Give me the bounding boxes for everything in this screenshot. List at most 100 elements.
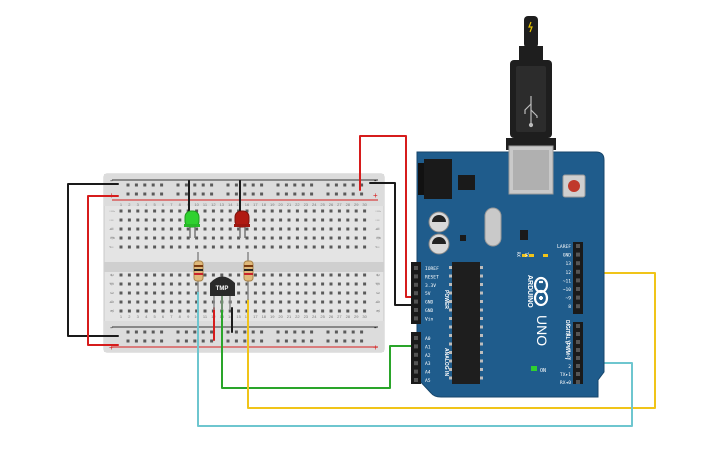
breadboard-hole[interactable] [169,291,173,295]
breadboard-hole[interactable] [136,300,140,304]
rail-hole[interactable] [184,192,188,196]
breadboard-hole[interactable] [144,227,148,231]
breadboard-hole[interactable] [337,227,341,231]
breadboard-hole[interactable] [337,273,341,277]
breadboard-hole[interactable] [321,227,325,231]
header-pin[interactable] [414,266,418,270]
header-pin[interactable] [576,332,580,336]
breadboard-hole[interactable] [295,291,299,295]
rail-hole[interactable] [351,339,355,343]
breadboard-hole[interactable] [203,282,207,286]
breadboard-hole[interactable] [127,209,131,213]
breadboard-hole[interactable] [153,218,157,222]
breadboard-hole[interactable] [127,218,131,222]
breadboard-hole[interactable] [253,282,257,286]
rail-hole[interactable] [334,192,338,196]
rail-hole[interactable] [260,330,264,334]
breadboard-hole[interactable] [169,309,173,313]
rail-hole[interactable] [176,339,180,343]
breadboard-hole[interactable] [153,273,157,277]
rail-hole[interactable] [360,183,364,187]
breadboard-hole[interactable] [136,218,140,222]
breadboard-hole[interactable] [253,218,257,222]
rail-hole[interactable] [234,183,238,187]
header-pin[interactable] [576,287,580,291]
breadboard-hole[interactable] [321,282,325,286]
rail-hole[interactable] [351,330,355,334]
rail-hole[interactable] [134,183,138,187]
breadboard-hole[interactable] [186,309,190,313]
header-pin[interactable] [414,282,418,287]
breadboard-hole[interactable] [321,209,325,213]
breadboard-hole[interactable] [127,300,131,304]
breadboard-hole[interactable] [253,291,257,295]
breadboard-hole[interactable] [144,300,148,304]
breadboard-hole[interactable] [153,227,157,231]
breadboard-hole[interactable] [220,273,224,277]
breadboard-hole[interactable] [127,291,131,295]
breadboard-hole[interactable] [363,282,367,286]
breadboard-hole[interactable] [119,209,123,213]
rail-hole[interactable] [160,183,164,187]
rail-hole[interactable] [193,339,197,343]
breadboard-hole[interactable] [279,209,283,213]
rail-hole[interactable] [243,330,247,334]
breadboard-hole[interactable] [337,209,341,213]
breadboard-hole[interactable] [363,291,367,295]
breadboard-hole[interactable] [245,236,249,240]
header-pin[interactable] [576,244,580,248]
breadboard-hole[interactable] [262,309,266,313]
breadboard-hole[interactable] [346,273,350,277]
rail-hole[interactable] [351,192,355,196]
breadboard-hole[interactable] [312,291,316,295]
breadboard-hole[interactable] [119,300,123,304]
breadboard-hole[interactable] [270,282,274,286]
rail-hole[interactable] [301,339,305,343]
header-pin[interactable] [414,299,418,304]
breadboard-hole[interactable] [178,218,182,222]
breadboard-hole[interactable] [161,236,165,240]
breadboard-hole[interactable] [253,236,257,240]
breadboard-hole[interactable] [262,282,266,286]
breadboard-hole[interactable] [304,300,308,304]
breadboard-hole[interactable] [312,209,316,213]
breadboard-hole[interactable] [304,236,308,240]
breadboard-hole[interactable] [337,309,341,313]
breadboard-hole[interactable] [178,309,182,313]
breadboard-hole[interactable] [144,291,148,295]
breadboard-hole[interactable] [203,227,207,231]
breadboard-hole[interactable] [119,309,123,313]
breadboard-hole[interactable] [321,291,325,295]
rail-hole[interactable] [351,183,355,187]
breadboard-hole[interactable] [287,282,291,286]
breadboard-hole[interactable] [178,236,182,240]
breadboard-hole[interactable] [329,218,333,222]
rail-hole[interactable] [301,330,305,334]
breadboard-hole[interactable] [136,209,140,213]
breadboard-hole[interactable] [279,245,283,249]
breadboard-hole[interactable] [220,236,224,240]
breadboard-hole[interactable] [186,291,190,295]
breadboard-hole[interactable] [363,227,367,231]
breadboard-hole[interactable] [228,236,232,240]
breadboard-hole[interactable] [237,273,241,277]
breadboard-hole[interactable] [119,218,123,222]
breadboard-hole[interactable] [321,300,325,304]
breadboard-hole[interactable] [178,209,182,213]
rail-hole[interactable] [160,339,164,343]
breadboard-hole[interactable] [178,282,182,286]
header-pin[interactable] [414,361,418,366]
rail-hole[interactable] [260,192,264,196]
breadboard-hole[interactable] [363,209,367,213]
rail-hole[interactable] [276,192,280,196]
rail-hole[interactable] [151,339,155,343]
rail-hole[interactable] [360,330,364,334]
rail-hole[interactable] [226,192,230,196]
rail-hole[interactable] [176,183,180,187]
breadboard-hole[interactable] [270,245,274,249]
breadboard-hole[interactable] [270,300,274,304]
breadboard-hole[interactable] [329,236,333,240]
rail-hole[interactable] [310,192,314,196]
breadboard-hole[interactable] [337,245,341,249]
rail-hole[interactable] [276,330,280,334]
